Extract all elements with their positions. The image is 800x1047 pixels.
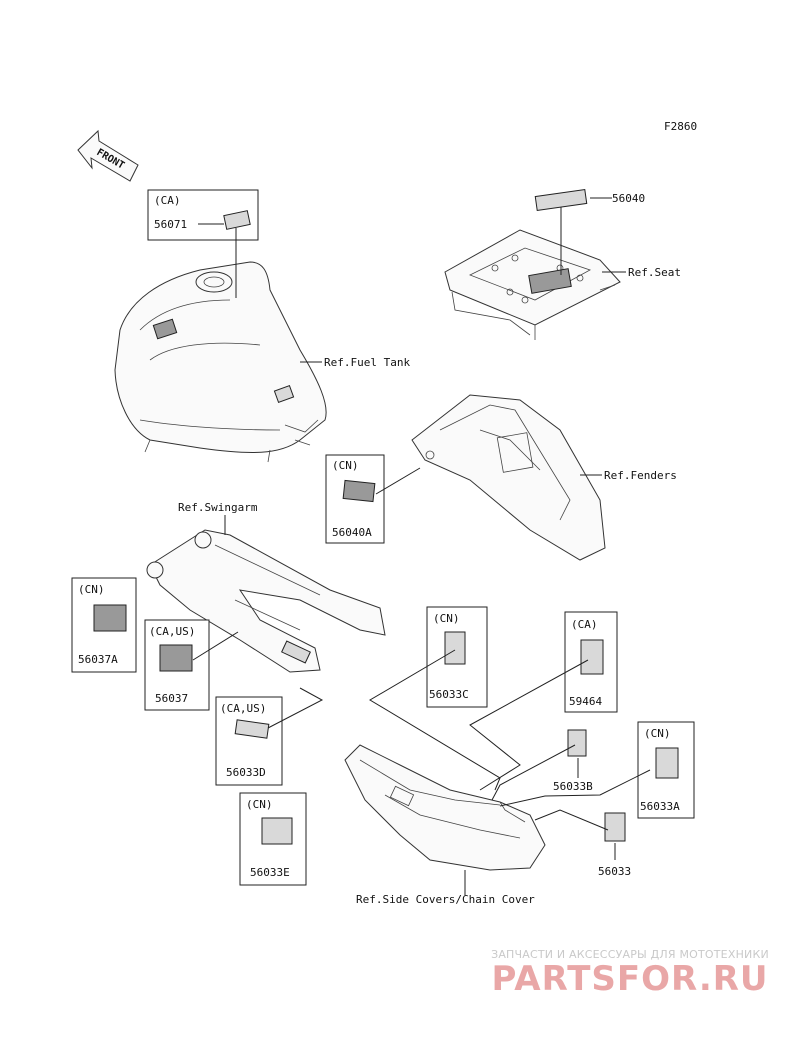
- callout-region-56033C: (CN): [433, 612, 460, 625]
- swingarm-drawing: [146, 529, 386, 673]
- callout-region-56037: (CA,US): [149, 625, 195, 638]
- callout-56033A: (CN) 56033A: [499, 721, 695, 819]
- callout-region-56037A: (CN): [78, 583, 105, 596]
- fender-drawing: [411, 394, 606, 561]
- callout-part-56040: 56040: [612, 192, 645, 205]
- callout-region-56040A: (CN): [332, 459, 359, 472]
- ref-swingarm: Ref.Swingarm: [178, 501, 258, 514]
- callout-56033E: (CN) 56033E: [239, 792, 307, 886]
- figure-code: F2860: [664, 120, 697, 133]
- callout-part-56033: 56033: [598, 865, 631, 878]
- callout-part-56037A: 56037A: [78, 653, 118, 666]
- callout-56033C: (CN) 56033C: [369, 606, 501, 791]
- callout-region-56033A: (CN): [644, 727, 671, 740]
- callout-part-56037: 56037: [155, 692, 188, 705]
- side-cover-drawing: [344, 744, 546, 871]
- callout-part-59464: 59464: [569, 695, 602, 708]
- callout-part-56033A: 56033A: [640, 800, 680, 813]
- callout-56033B: 56033B: [491, 729, 593, 801]
- callout-part-56040A: 56040A: [332, 526, 372, 539]
- callout-56033: 56033: [534, 809, 631, 878]
- ref-fenders: Ref.Fenders: [604, 469, 677, 482]
- callout-56037: (CA,US) 56037: [144, 619, 239, 711]
- front-arrow-icon: FRONT: [77, 129, 139, 182]
- ref-fuel-tank: Ref.Fuel Tank: [324, 356, 410, 369]
- callout-region-59464: (CA): [571, 618, 598, 631]
- watermark: ЗАПЧАСТИ И АКСЕССУАРЫ ДЛЯ МОТОТЕХНИКИ PA…: [470, 948, 790, 997]
- callout-part-56071: 56071: [154, 218, 187, 231]
- watermark-brand: PARTSFOR.RU: [491, 959, 769, 999]
- seat-drawing: [444, 229, 621, 340]
- callout-56040: 56040: [534, 189, 645, 275]
- ref-seat: Ref.Seat: [628, 266, 681, 279]
- callout-59464: (CA) 59464: [469, 611, 618, 791]
- callout-part-56033C: 56033C: [429, 688, 469, 701]
- callout-region-56033E: (CN): [246, 798, 273, 811]
- callout-56071: (CA) 56071: [147, 189, 259, 298]
- ref-side-covers: Ref.Side Covers/Chain Cover: [356, 893, 535, 906]
- callout-region-56071: (CA): [154, 194, 181, 207]
- callout-part-56033D: 56033D: [226, 766, 266, 779]
- callout-56033D: (CA,US) 56033D: [215, 687, 324, 786]
- fuel-tank-drawing: [114, 261, 327, 463]
- callout-part-56033B: 56033B: [553, 780, 593, 793]
- callout-part-56033E: 56033E: [250, 866, 290, 879]
- callout-region-56033D: (CA,US): [220, 702, 266, 715]
- callout-56037A: (CN) 56037A: [71, 577, 137, 673]
- watermark-caption: ЗАПЧАСТИ И АКСЕССУАРЫ ДЛЯ МОТОТЕХНИКИ: [491, 948, 769, 961]
- callout-56040A: (CN) 56040A: [325, 454, 421, 544]
